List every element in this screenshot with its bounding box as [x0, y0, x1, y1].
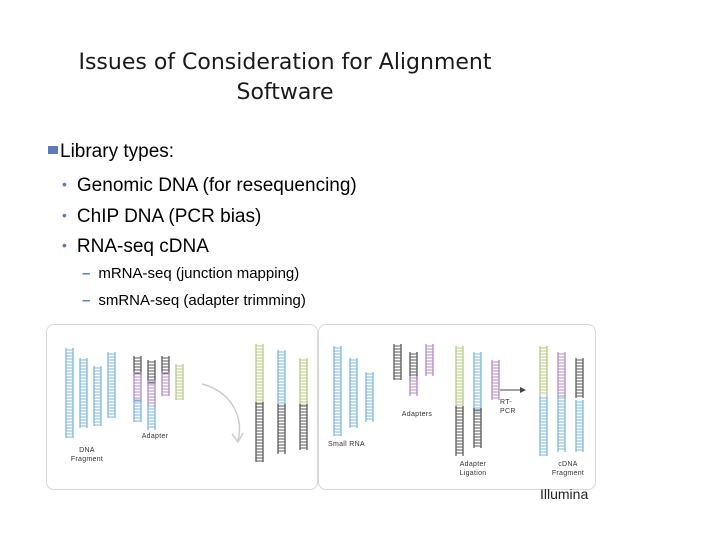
figure-panel-rna	[318, 324, 596, 490]
dna-strand	[133, 356, 142, 376]
dna-strand	[455, 346, 464, 410]
dna-strand	[409, 352, 418, 380]
title-line-1: Issues of Consideration for Alignment	[78, 50, 492, 75]
dna-strand	[133, 372, 142, 402]
dna-strand	[147, 380, 156, 408]
sub-bullet-text: Genomic DNA (for resequencing)	[76, 175, 357, 196]
dna-strand	[539, 396, 548, 456]
dna-strand	[175, 364, 184, 400]
bullet-dot-icon: •	[62, 207, 67, 223]
sub-bullet-text: ChIP DNA (PCR bias)	[76, 206, 262, 227]
dna-strand	[161, 372, 170, 396]
dna-strand	[133, 398, 142, 422]
dna-strand	[455, 406, 464, 456]
main-bullet-text: Library types:	[60, 141, 175, 162]
dna-strand	[491, 360, 500, 400]
sub-sub-bullet-text: smRNA-seq (adapter trimming)	[98, 292, 306, 309]
dna-strand	[473, 352, 482, 412]
dna-strand	[349, 358, 358, 428]
sub-bullet-genomic: • Genomic DNA (for resequencing)	[62, 172, 357, 198]
sub-sub-bullet-text: mRNA-seq (junction mapping)	[98, 265, 300, 282]
dna-strand	[147, 360, 156, 384]
dna-fragment-label: DNA Fragment	[70, 447, 104, 463]
slide-title: Issues of Consideration for Alignment So…	[60, 48, 510, 108]
rt-pcr-label: RT- PCR	[500, 399, 516, 415]
sub-bullet-rnaseq: • RNA-seq cDNA	[62, 233, 209, 259]
dna-strand	[333, 346, 342, 436]
sub-bullet-text: RNA-seq cDNA	[76, 236, 209, 257]
dna-strand	[557, 396, 566, 452]
arrow-head-icon	[231, 432, 244, 444]
dna-strand	[65, 348, 74, 438]
square-bullet-icon	[48, 146, 58, 154]
adapters-label: Adapters	[401, 411, 433, 418]
dna-strand	[575, 400, 584, 452]
sub-sub-bullet-mrna: –mRNA-seq (junction mapping)	[82, 264, 299, 284]
main-bullet: Library types:	[48, 140, 174, 164]
dna-strand	[409, 376, 418, 396]
dash-bullet-icon: –	[82, 292, 91, 309]
dna-strands	[65, 344, 584, 462]
dna-strand	[299, 358, 308, 406]
curved-arrow-icon	[201, 383, 241, 441]
dna-strand	[299, 404, 308, 450]
dna-strand	[575, 358, 584, 398]
dna-strand	[147, 404, 156, 430]
dna-strand	[93, 366, 102, 426]
dna-strand	[107, 352, 116, 418]
dna-strand	[365, 372, 374, 422]
adapter-ligation-label: Adapter Ligation	[459, 461, 487, 477]
credit-text: Illumina	[540, 486, 589, 502]
arrow-head-icon	[520, 387, 526, 393]
small-rna-label: Small RNA	[328, 441, 365, 448]
bullet-dot-icon: •	[62, 176, 67, 192]
dna-strand	[473, 408, 482, 448]
dna-strand	[539, 346, 548, 396]
dna-strand	[255, 344, 264, 404]
title-line-2: Software	[236, 80, 334, 105]
dna-strand	[393, 344, 402, 380]
dna-strand	[557, 352, 566, 398]
dna-strand	[161, 356, 170, 374]
cdna-fragment-label: cDNA Fragment	[551, 461, 585, 477]
dna-strand	[277, 350, 286, 406]
bullet-dot-icon: •	[62, 237, 67, 253]
sub-sub-bullet-smrna: –smRNA-seq (adapter trimming)	[82, 291, 306, 311]
dash-bullet-icon: –	[82, 265, 91, 282]
dna-strand	[255, 402, 264, 462]
dna-strand	[79, 358, 88, 428]
figure-panel-dna	[46, 324, 318, 490]
sub-bullet-chip: • ChIP DNA (PCR bias)	[62, 203, 261, 229]
dna-strand	[425, 344, 434, 376]
dna-strand	[277, 404, 286, 454]
adapter-label: Adapter	[141, 433, 169, 440]
